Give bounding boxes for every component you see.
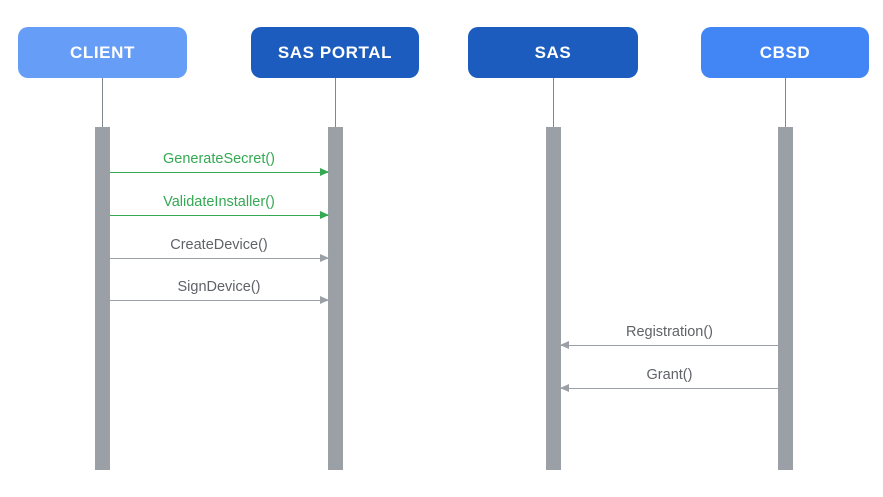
activation-bar-cbsd — [778, 127, 793, 470]
message-label: Registration() — [625, 324, 714, 340]
actor-label-sas: SAS — [534, 42, 572, 62]
lifeline-cbsd — [784, 78, 786, 127]
actor-box-sas-portal: SAS PORTAL — [251, 27, 419, 78]
message-label: GenerateSecret() — [162, 151, 276, 167]
message-sign-device: SignDevice() — [110, 279, 329, 304]
arrowhead-left-icon — [560, 340, 569, 349]
message-label: SignDevice() — [177, 279, 261, 295]
actor-label-sas-portal: SAS PORTAL — [277, 42, 393, 62]
message-label: Grant() — [646, 367, 693, 383]
message-generate-secret: GenerateSecret() — [110, 151, 329, 176]
actor-box-cbsd: CBSD — [701, 27, 869, 78]
message-grant: Grant() — [560, 367, 778, 392]
actor-label-client: CLIENT — [70, 42, 135, 62]
actor-box-client: CLIENT — [18, 27, 187, 78]
actor-box-sas: SAS — [468, 27, 638, 78]
actor-label-cbsd: CBSD — [759, 42, 811, 62]
arrowhead-right-icon — [320, 295, 329, 304]
arrowhead-right-icon — [320, 210, 329, 219]
activation-bar-sas — [546, 127, 561, 470]
message-label: ValidateInstaller() — [163, 194, 275, 210]
arrowhead-left-icon — [560, 383, 569, 392]
lifeline-sas-portal — [334, 78, 336, 127]
arrowhead-right-icon — [320, 167, 329, 176]
arrowhead-right-icon — [320, 253, 329, 262]
activation-bar-sas-portal — [328, 127, 343, 470]
lifeline-sas — [552, 78, 554, 127]
message-create-device: CreateDevice() — [110, 237, 329, 262]
message-validate-installer: ValidateInstaller() — [110, 194, 329, 219]
lifeline-client — [101, 78, 103, 127]
message-label: CreateDevice() — [170, 237, 268, 253]
message-registration: Registration() — [560, 324, 778, 349]
activation-bar-client — [95, 127, 110, 470]
